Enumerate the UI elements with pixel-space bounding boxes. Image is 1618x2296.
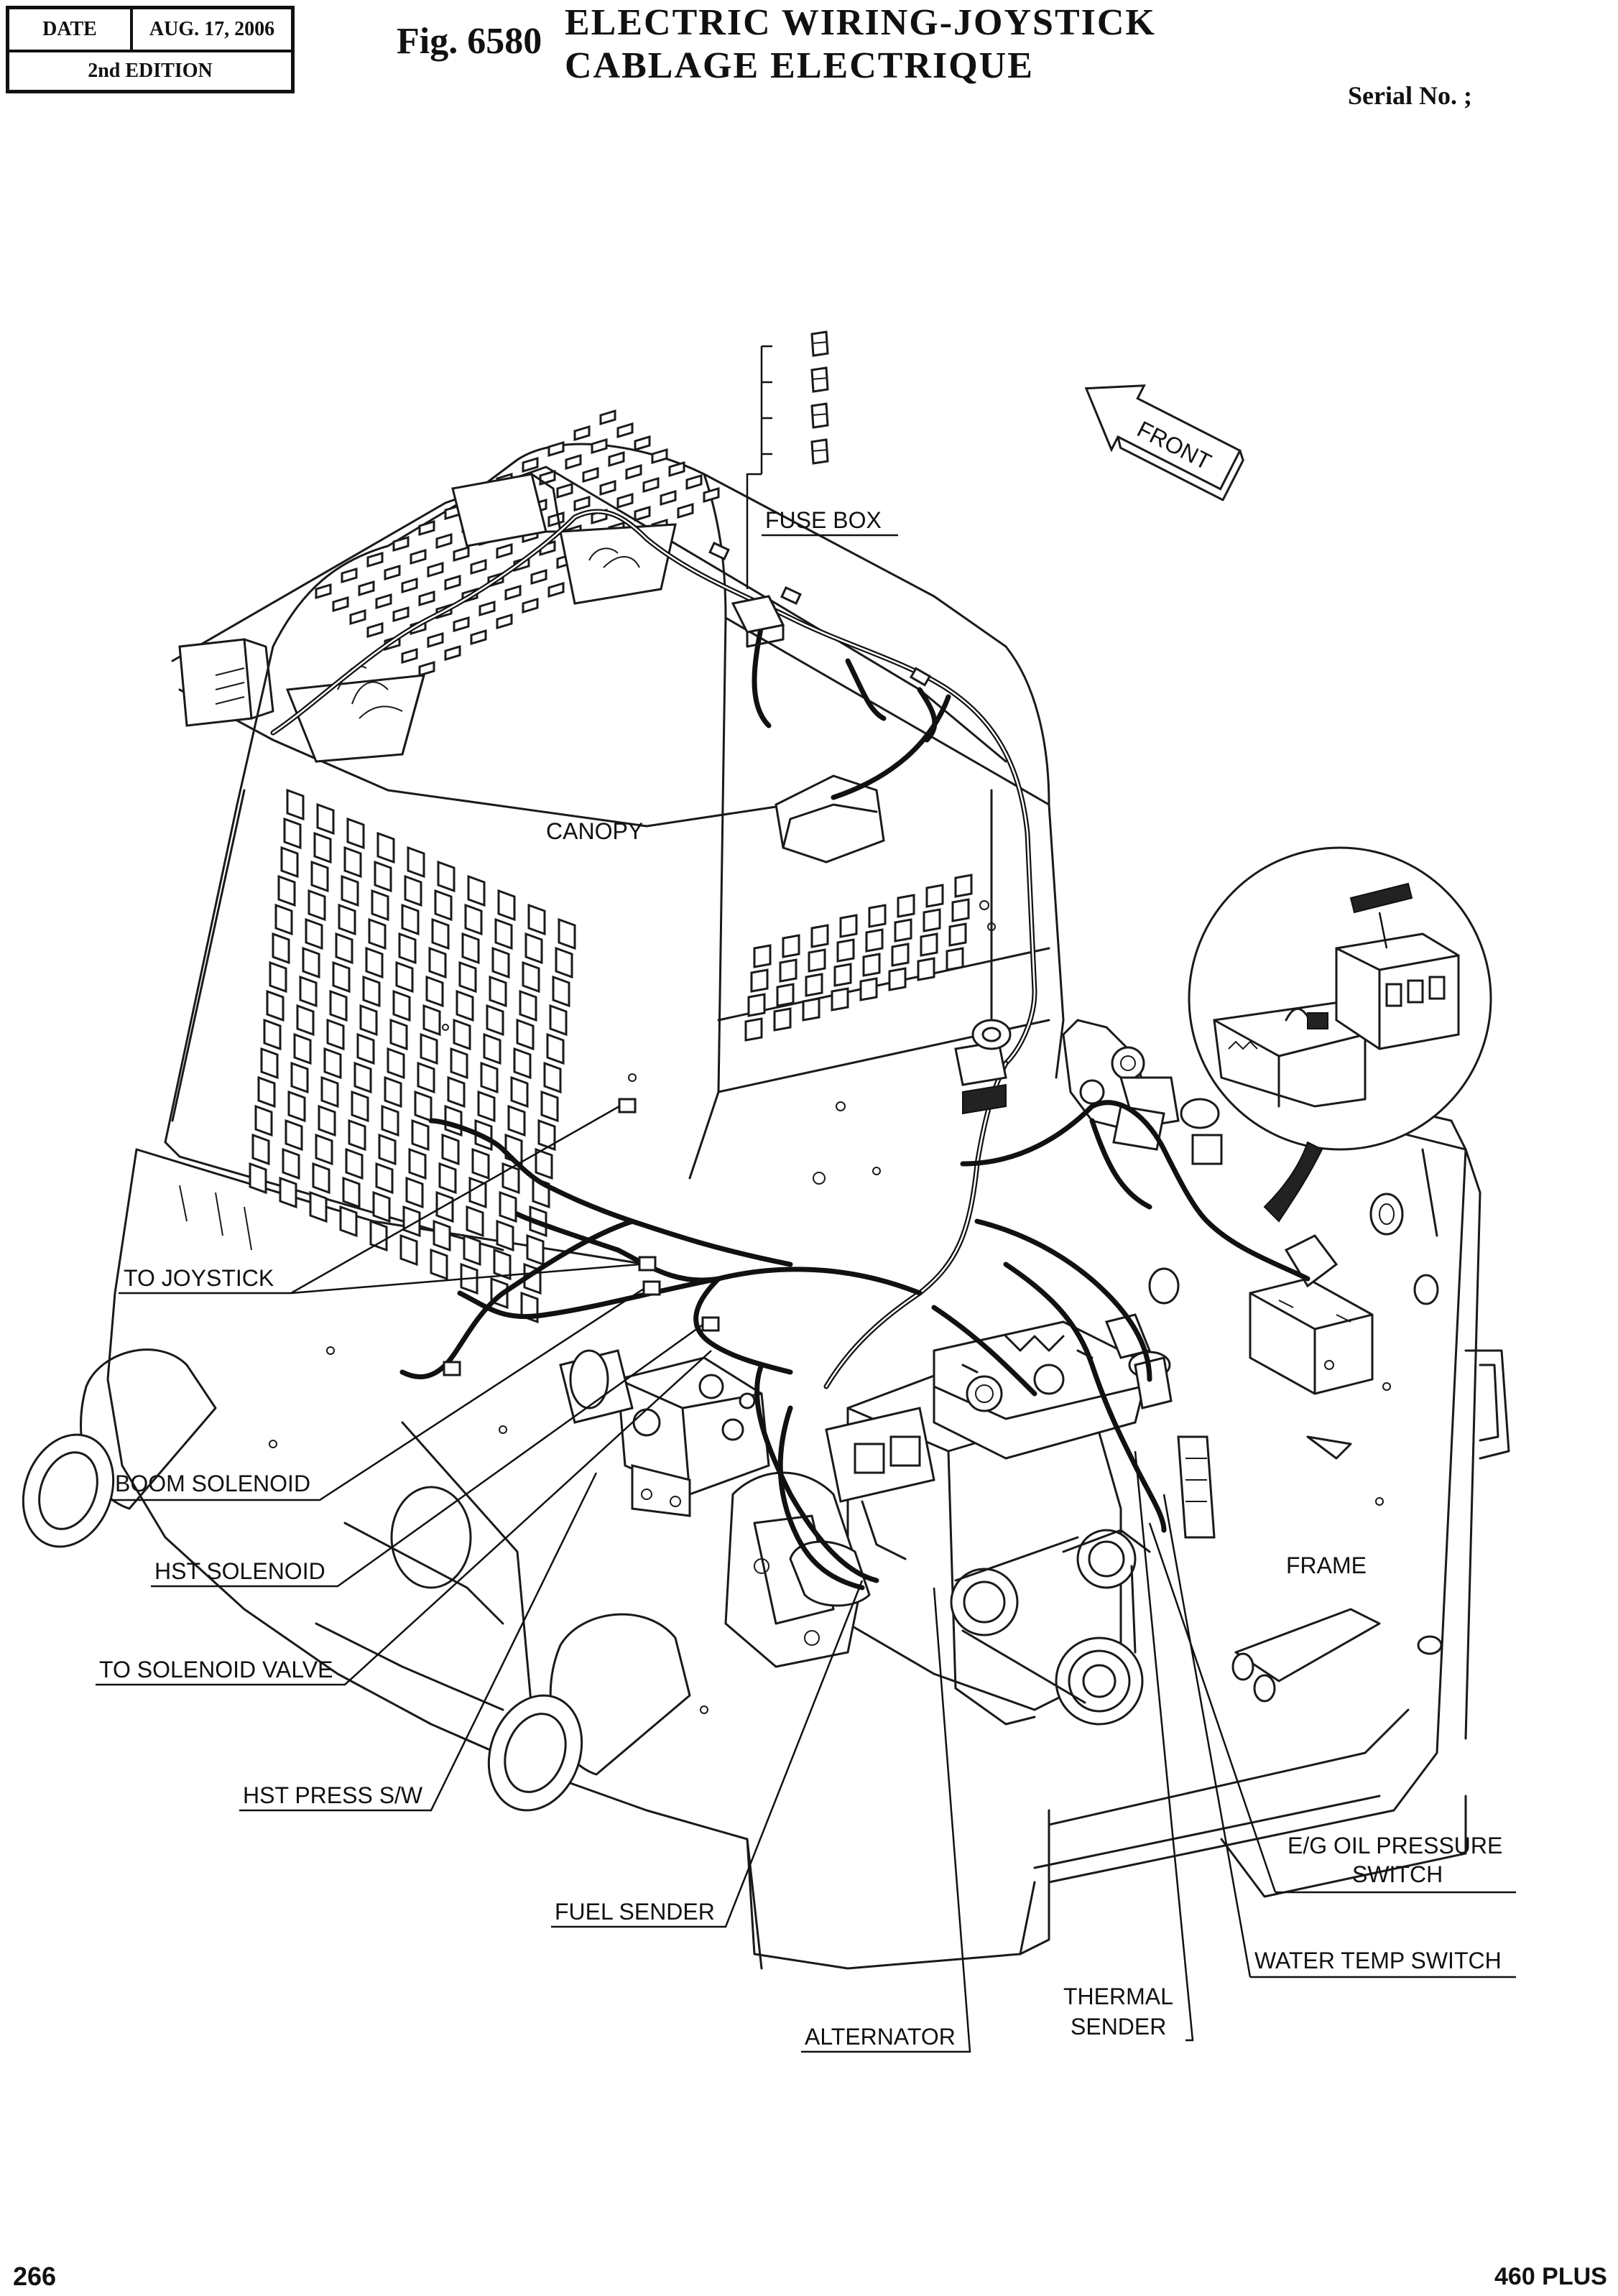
thermal-sender-label-line2: SENDER [1071, 2014, 1166, 2040]
canopy [164, 409, 1065, 1324]
front-direction-arrow: FRONT [1084, 384, 1244, 501]
water-temp-switch-label: WATER TEMP SWITCH [1254, 1948, 1502, 1973]
date-value: AUG. 17, 2006 [149, 18, 275, 40]
eg-oil-pressure-label-line1: E/G OIL PRESSURE [1288, 1833, 1502, 1858]
fuse-box [731, 595, 785, 648]
hst-solenoid-connector [701, 1316, 720, 1332]
lift-arm-pivot-bracket [1062, 1019, 1339, 1409]
battery [1249, 1277, 1374, 1395]
rear-work-lamp-left [178, 638, 274, 727]
callout-labels: FUSE BOX CANOPY FRAME TO JOYSTICK BOOM S… [96, 507, 1516, 2053]
fuse-box-label: FUSE BOX [765, 507, 882, 533]
joystick-connector-upper [618, 1098, 637, 1114]
thermal-sender-label-line1: THERMAL [1063, 1983, 1173, 2009]
to-solenoid-valve-label: TO SOLENOID VALVE [99, 1657, 333, 1682]
hst-solenoid-label: HST SOLENOID [154, 1558, 325, 1584]
engine-assembly [724, 1313, 1216, 1726]
boom-solenoid-connector [642, 1280, 661, 1296]
boom-solenoid-label: BOOM SOLENOID [115, 1471, 310, 1496]
serial-number-label: Serial No. ; [1348, 81, 1472, 110]
joystick-connector-lower [638, 1256, 657, 1272]
canopy-rear-grid [744, 874, 973, 1042]
model-name: 460 PLUS [1494, 2263, 1607, 2290]
canopy-side-grid [249, 788, 576, 1324]
fuse-set [810, 330, 829, 465]
date-label: DATE [9, 9, 133, 50]
solenoid-valve-connector [443, 1361, 461, 1376]
lamp-housing-left [285, 674, 426, 763]
hydraulic-pump [559, 1349, 770, 1517]
fuel-sender-label: FUEL SENDER [555, 1899, 715, 1925]
figure-number: Fig. 6580 [397, 21, 542, 62]
date-row: DATE AUG. 17, 2006 [9, 9, 291, 52]
figure-title-french: CABLAGE ELECTRIQUE [565, 45, 1034, 86]
edition-label: 2nd EDITION [88, 60, 213, 82]
date-edition-box: DATE AUG. 17, 2006 2nd EDITION [6, 6, 295, 93]
frame-label: FRAME [1286, 1552, 1367, 1578]
detail-magnifier [1188, 846, 1492, 1223]
main-wiring-harness [270, 330, 1310, 1591]
figure-title-english: ELECTRIC WIRING-JOYSTICK [565, 2, 1156, 43]
front-work-lamp-left [451, 473, 562, 547]
canopy-label: CANOPY [546, 818, 643, 844]
page-number: 266 [13, 2262, 57, 2291]
lamp-housing-right [559, 523, 677, 605]
hst-press-sw-label: HST PRESS S/W [243, 1782, 423, 1808]
eg-oil-pressure-label-line2: SWITCH [1352, 1861, 1443, 1887]
left-axle-upper [22, 1348, 217, 1548]
to-joystick-label: TO JOYSTICK [124, 1265, 274, 1291]
alternator-label: ALTERNATOR [805, 2024, 956, 2050]
left-axle-lower [487, 1613, 691, 1812]
